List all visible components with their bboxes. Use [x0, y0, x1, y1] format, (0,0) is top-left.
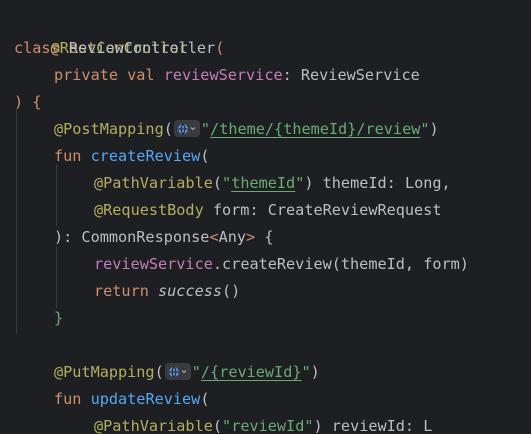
- punctuation: (: [215, 39, 225, 57]
- return-type: ): CommonResponse: [54, 228, 210, 246]
- string-quote: ": [420, 120, 430, 138]
- dot: .: [212, 255, 223, 273]
- annotation: @PostMapping: [54, 120, 164, 138]
- code-line-3[interactable]: private val reviewService: ReviewService: [54, 62, 420, 89]
- paren: (: [200, 390, 210, 408]
- indent-guide: [56, 246, 57, 308]
- keyword: fun: [54, 390, 91, 408]
- code-line-12[interactable]: }: [54, 305, 63, 332]
- paren: (: [154, 363, 164, 381]
- code-line-2[interactable]: class ReviewController(: [14, 35, 224, 62]
- code-line-6[interactable]: fun createReview(: [54, 143, 209, 170]
- paren: (: [212, 174, 223, 192]
- property-ref: reviewService: [94, 255, 213, 273]
- string-quote: ": [191, 363, 201, 381]
- string-quote: ": [222, 174, 232, 192]
- paren: ): [429, 120, 439, 138]
- code-line-16[interactable]: @PathVariable("reviewId") reviewId: L: [94, 420, 432, 434]
- function-name: createReview: [90, 147, 201, 165]
- endpoint-inlay-hint[interactable]: [164, 363, 191, 380]
- globe-icon: [177, 123, 196, 134]
- keyword: class: [14, 39, 69, 57]
- parameter-decl: ) themeId: Long,: [304, 174, 451, 192]
- path-variable-link[interactable]: reviewId: [231, 420, 305, 434]
- endpoint-inlay-hint[interactable]: [173, 120, 200, 137]
- brace: }: [54, 309, 64, 327]
- generic-type: Any: [218, 228, 247, 246]
- path-variable-link[interactable]: themeId: [231, 174, 296, 192]
- code-line-7[interactable]: @PathVariable("themeId") themeId: Long,: [94, 170, 451, 197]
- paren: (): [222, 282, 241, 300]
- indent-guide: [16, 110, 17, 334]
- method-call: createReview(themeId, form): [222, 255, 469, 273]
- partial-line-clip: @PathVariable("reviewId") reviewId: L: [0, 420, 531, 434]
- endpoint-path-link[interactable]: /{reviewId}: [200, 363, 302, 381]
- code-line-5[interactable]: @PostMapping( "/theme/{themeId}/review"): [54, 116, 439, 143]
- parameter-decl: ) reviewId: L: [313, 420, 433, 434]
- indent-guide: [56, 164, 57, 226]
- type-decl: : ReviewService: [282, 66, 420, 84]
- annotation: @PathVariable: [94, 420, 213, 434]
- globe-icon: [168, 366, 187, 377]
- paren: (: [163, 120, 173, 138]
- string-quote: ": [301, 363, 311, 381]
- string-quote: ": [304, 420, 314, 434]
- keyword: fun: [54, 147, 91, 165]
- string-quote: ": [200, 120, 211, 138]
- string-quote: ": [222, 420, 232, 434]
- parameter-decl: form: CreateReviewRequest: [203, 201, 442, 219]
- code-line-14[interactable]: @PutMapping( "/{reviewId}"): [54, 359, 320, 386]
- code-line-8[interactable]: @RequestBody form: CreateReviewRequest: [94, 197, 441, 224]
- code-line-10[interactable]: reviewService.createReview(themeId, form…: [94, 251, 469, 278]
- keyword: private val: [54, 66, 164, 84]
- generic-bracket: <: [209, 228, 219, 246]
- code-line-4[interactable]: ) {: [14, 89, 41, 116]
- code-line-11[interactable]: return success(): [94, 278, 240, 305]
- annotation: @RestController: [50, 39, 188, 57]
- annotation: @PathVariable: [94, 174, 213, 192]
- brace: {: [255, 228, 274, 246]
- string-quote: ": [295, 174, 305, 192]
- annotation: @PutMapping: [54, 363, 155, 381]
- code-line-9[interactable]: ): CommonResponse<Any> {: [54, 224, 274, 251]
- endpoint-path-link[interactable]: /theme/{themeId}/review: [210, 120, 421, 138]
- punctuation: ) {: [14, 93, 42, 111]
- paren: (: [200, 147, 210, 165]
- code-line-15[interactable]: fun updateReview(: [54, 386, 209, 413]
- annotation: @RequestBody: [94, 201, 204, 219]
- paren: (: [212, 420, 223, 434]
- property-name: reviewService: [163, 66, 283, 84]
- code-line-1[interactable]: @RestController: [14, 8, 188, 57]
- function-call: success: [158, 282, 223, 300]
- paren: ): [310, 363, 320, 381]
- generic-bracket: >: [246, 228, 256, 246]
- class-name: ReviewController: [68, 39, 216, 57]
- keyword: return: [94, 282, 159, 300]
- function-name: updateReview: [90, 390, 201, 408]
